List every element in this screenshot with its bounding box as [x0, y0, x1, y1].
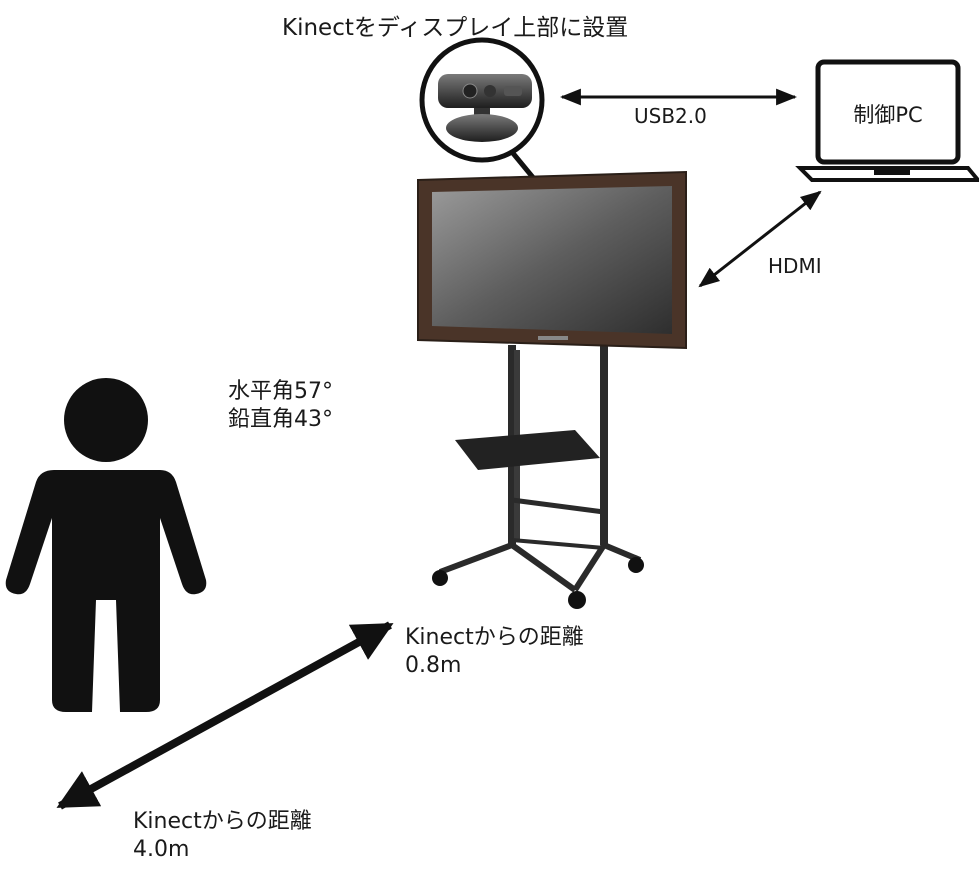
laptop-icon: 制御PC	[795, 59, 979, 182]
setup-caption: Kinectをディスプレイ上部に設置	[282, 15, 629, 41]
usb-label: USB2.0	[634, 104, 707, 128]
field-of-view: 水平角57° 鉛直角43°	[228, 378, 333, 433]
near-distance-value: 0.8m	[405, 652, 462, 678]
horizontal-angle-label: 水平角57°	[228, 379, 333, 404]
far-distance-title: Kinectからの距離	[133, 809, 312, 834]
near-distance-label: Kinectからの距離 0.8m	[405, 624, 584, 679]
distance-arrow	[56, 621, 394, 810]
hdmi-label: HDMI	[768, 254, 822, 278]
kinect-sensor-icon	[419, 37, 545, 188]
near-distance-title: Kinectからの距離	[405, 625, 584, 650]
tv-on-cart-icon	[417, 170, 687, 609]
person-icon	[5, 378, 207, 712]
far-distance-label: Kinectからの距離 4.0m	[133, 808, 312, 863]
hdmi-connection-arrow	[698, 190, 822, 288]
vertical-angle-label: 鉛直角43°	[228, 406, 333, 432]
pc-label: 制御PC	[853, 103, 922, 127]
far-distance-value: 4.0m	[133, 836, 190, 862]
